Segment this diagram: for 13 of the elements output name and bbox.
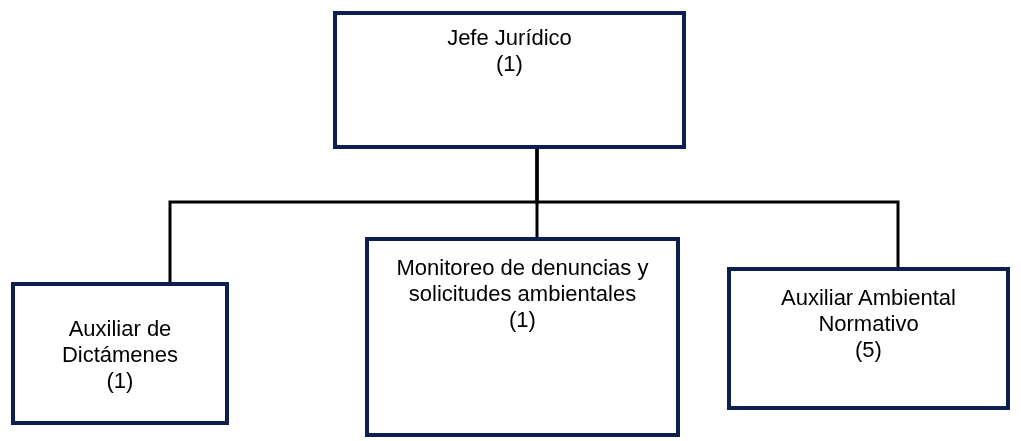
connector-line	[535, 149, 900, 267]
position-count: (5)	[855, 337, 882, 363]
position-count: (1)	[496, 51, 523, 77]
position-box	[727, 267, 1010, 410]
position-title: Monitoreo de denuncias y solicitudes ambientales	[395, 255, 650, 307]
position-title: Auxiliar de Dictámenes	[60, 316, 180, 368]
position-box	[365, 237, 680, 437]
position-title: Auxiliar Ambiental Normativo	[780, 285, 957, 337]
position-title: Jefe Jurídico	[447, 25, 572, 51]
manager-box	[333, 11, 686, 149]
position-box	[11, 282, 229, 425]
position-count: (1)	[106, 368, 134, 394]
position-count: (1)	[509, 307, 536, 333]
